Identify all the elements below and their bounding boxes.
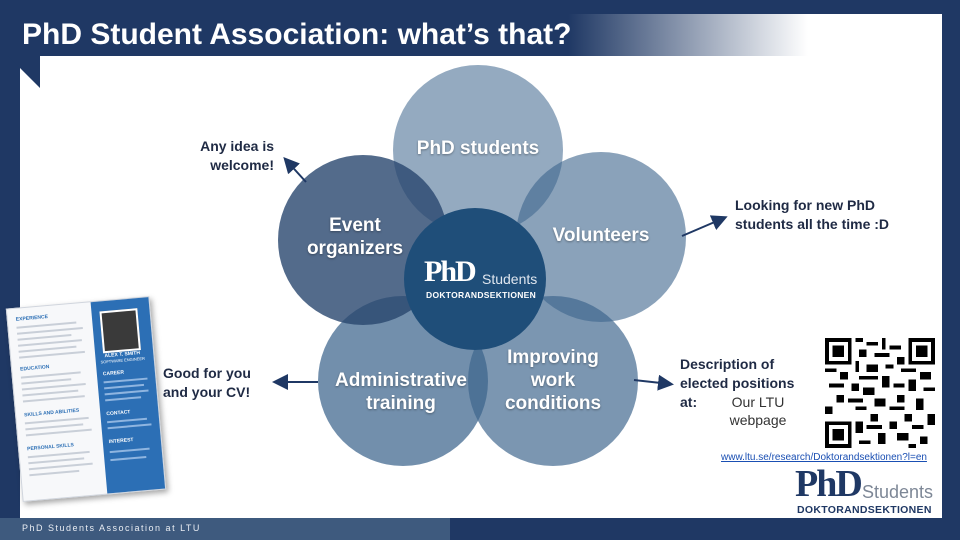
center-logo-phd: PhD [424,255,477,288]
note-looking-for-students: Looking for new PhD students all the tim… [735,197,890,232]
note-good-for-cv: Good for you and your CV! [163,365,251,400]
label-volunteers: Volunteers [552,225,650,246]
cv-illustration: ALEX T. SMITH SOFTWARE ENGINEER EXPERIEN… [5,296,167,502]
label-event-organizers: Event organizers [306,215,404,259]
cv-section-head: SKILLS AND ABILITIES [23,407,80,419]
ltu-webpage-link[interactable]: www.ltu.se/research/Doktorandsektionen?l… [721,452,927,463]
cv-section-head: EDUCATION [19,364,50,373]
footer-text: PhD Students Association at LTU [22,523,201,533]
note-idea-welcome: Any idea is welcome! [200,138,274,173]
title-bar: PhD Student Association: what’s that? [8,14,808,56]
corner-logo-phd: PhD [795,463,863,505]
slide-title: PhD Student Association: what’s that? [22,18,572,51]
cv-section-head: PERSONAL SKILLS [26,442,75,453]
qr-code[interactable] [825,338,935,448]
label-improving-work-conditions: Improving work conditions [504,347,602,414]
footer-strip [0,518,450,540]
cv-section-head: EXPERIENCE [15,314,49,323]
label-phd-students: PhD students [416,138,540,159]
note-ltu-webpage: Our LTU webpage [729,394,787,428]
corner-logo-students: Students [862,482,934,502]
corner-logo-sub: DOKTORANDSEKTIONEN [797,504,932,516]
cv-photo [99,308,141,354]
center-logo-students: Students [482,271,538,287]
note-description: Description of elected positions at: [680,356,795,410]
circle-center-logo [404,208,546,350]
center-logo-sub: DOKTORANDSEKTIONEN [426,290,537,300]
label-administrative-training: Administrative training [335,370,467,414]
